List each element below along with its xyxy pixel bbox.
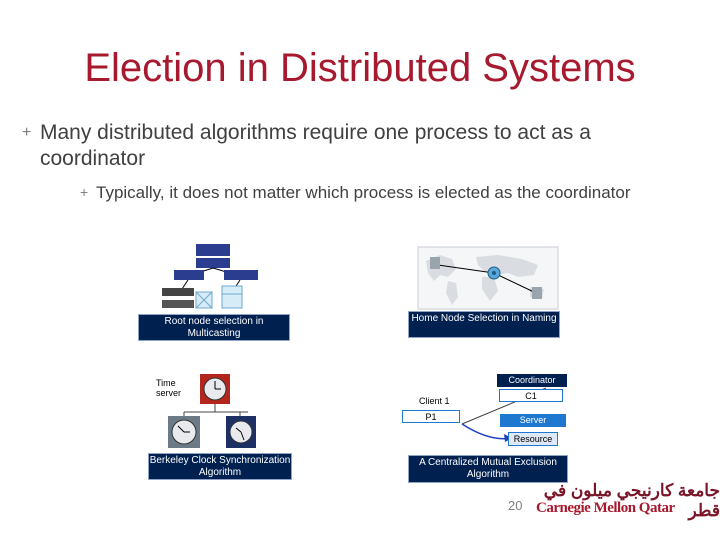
bullet-text: Typically, it does not matter which proc… — [96, 183, 631, 202]
cmu-qatar-logo: Carnegie Mellon Qatar — [536, 500, 675, 516]
bullet-marker: + — [80, 184, 89, 200]
p1-tag: P1 — [402, 410, 460, 423]
berkeley-caption: Berkeley Clock Synchronization Algorithm — [148, 453, 292, 480]
bullet-level-1: + Many distributed algorithms require on… — [22, 120, 700, 172]
page-number: 20 — [508, 498, 523, 513]
slide-title: Election in Distributed Systems — [84, 46, 636, 90]
naming-caption: Home Node Selection in Naming — [408, 311, 560, 338]
multicast-caption: Root node selection in Multicasting — [138, 314, 290, 341]
multicast-tree-diagram — [162, 244, 258, 309]
client-label: Client 1 — [419, 396, 450, 406]
resource-tag: Resource — [508, 432, 558, 446]
mutex-caption: A Centralized Mutual Exclusion Algorithm — [408, 455, 568, 483]
coordinator-label: Coordinator — [497, 374, 567, 387]
bullet-level-2: + Typically, it does not matter which pr… — [80, 181, 656, 204]
cmu-qatar-logo-arabic: جامعة كارنيجي ميلون في قطر — [543, 481, 720, 520]
berkeley-clock-diagram — [168, 374, 256, 448]
bullet-text: Many distributed algorithms require one … — [40, 121, 591, 170]
world-map-diagram — [417, 246, 559, 310]
time-server-label: Time server — [156, 378, 182, 398]
c1-tag: C1 — [499, 389, 563, 402]
server-tag: Server — [500, 414, 566, 427]
bullet-marker: + — [22, 124, 32, 141]
